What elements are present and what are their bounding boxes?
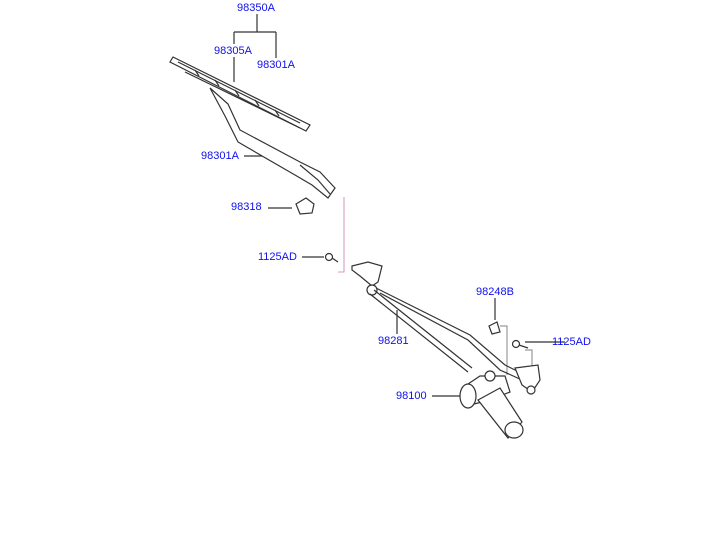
linkage-part [351, 261, 541, 395]
grommet-part [488, 321, 501, 335]
cap-part [295, 197, 315, 215]
label-blade-refill[interactable]: 98301A [257, 59, 295, 71]
label-blade[interactable]: 98305A [214, 45, 252, 57]
label-linkage[interactable]: 98281 [378, 335, 409, 347]
label-blade-assembly[interactable]: 98350A [237, 2, 275, 14]
label-motor[interactable]: 98100 [396, 390, 427, 402]
label-nut-left[interactable]: 1125AD [258, 251, 297, 263]
leader-lines [233, 14, 565, 397]
motor-part [459, 370, 524, 439]
wiper-blade [169, 56, 311, 132]
nut-part [324, 252, 339, 263]
bolt-part [511, 339, 529, 349]
label-arm[interactable]: 98301A [201, 150, 239, 162]
label-grommet[interactable]: 98248B [476, 286, 514, 298]
label-bolt-right[interactable]: 1125AD [552, 336, 591, 348]
wiper-arm [209, 87, 336, 199]
label-cap[interactable]: 98318 [231, 201, 262, 213]
